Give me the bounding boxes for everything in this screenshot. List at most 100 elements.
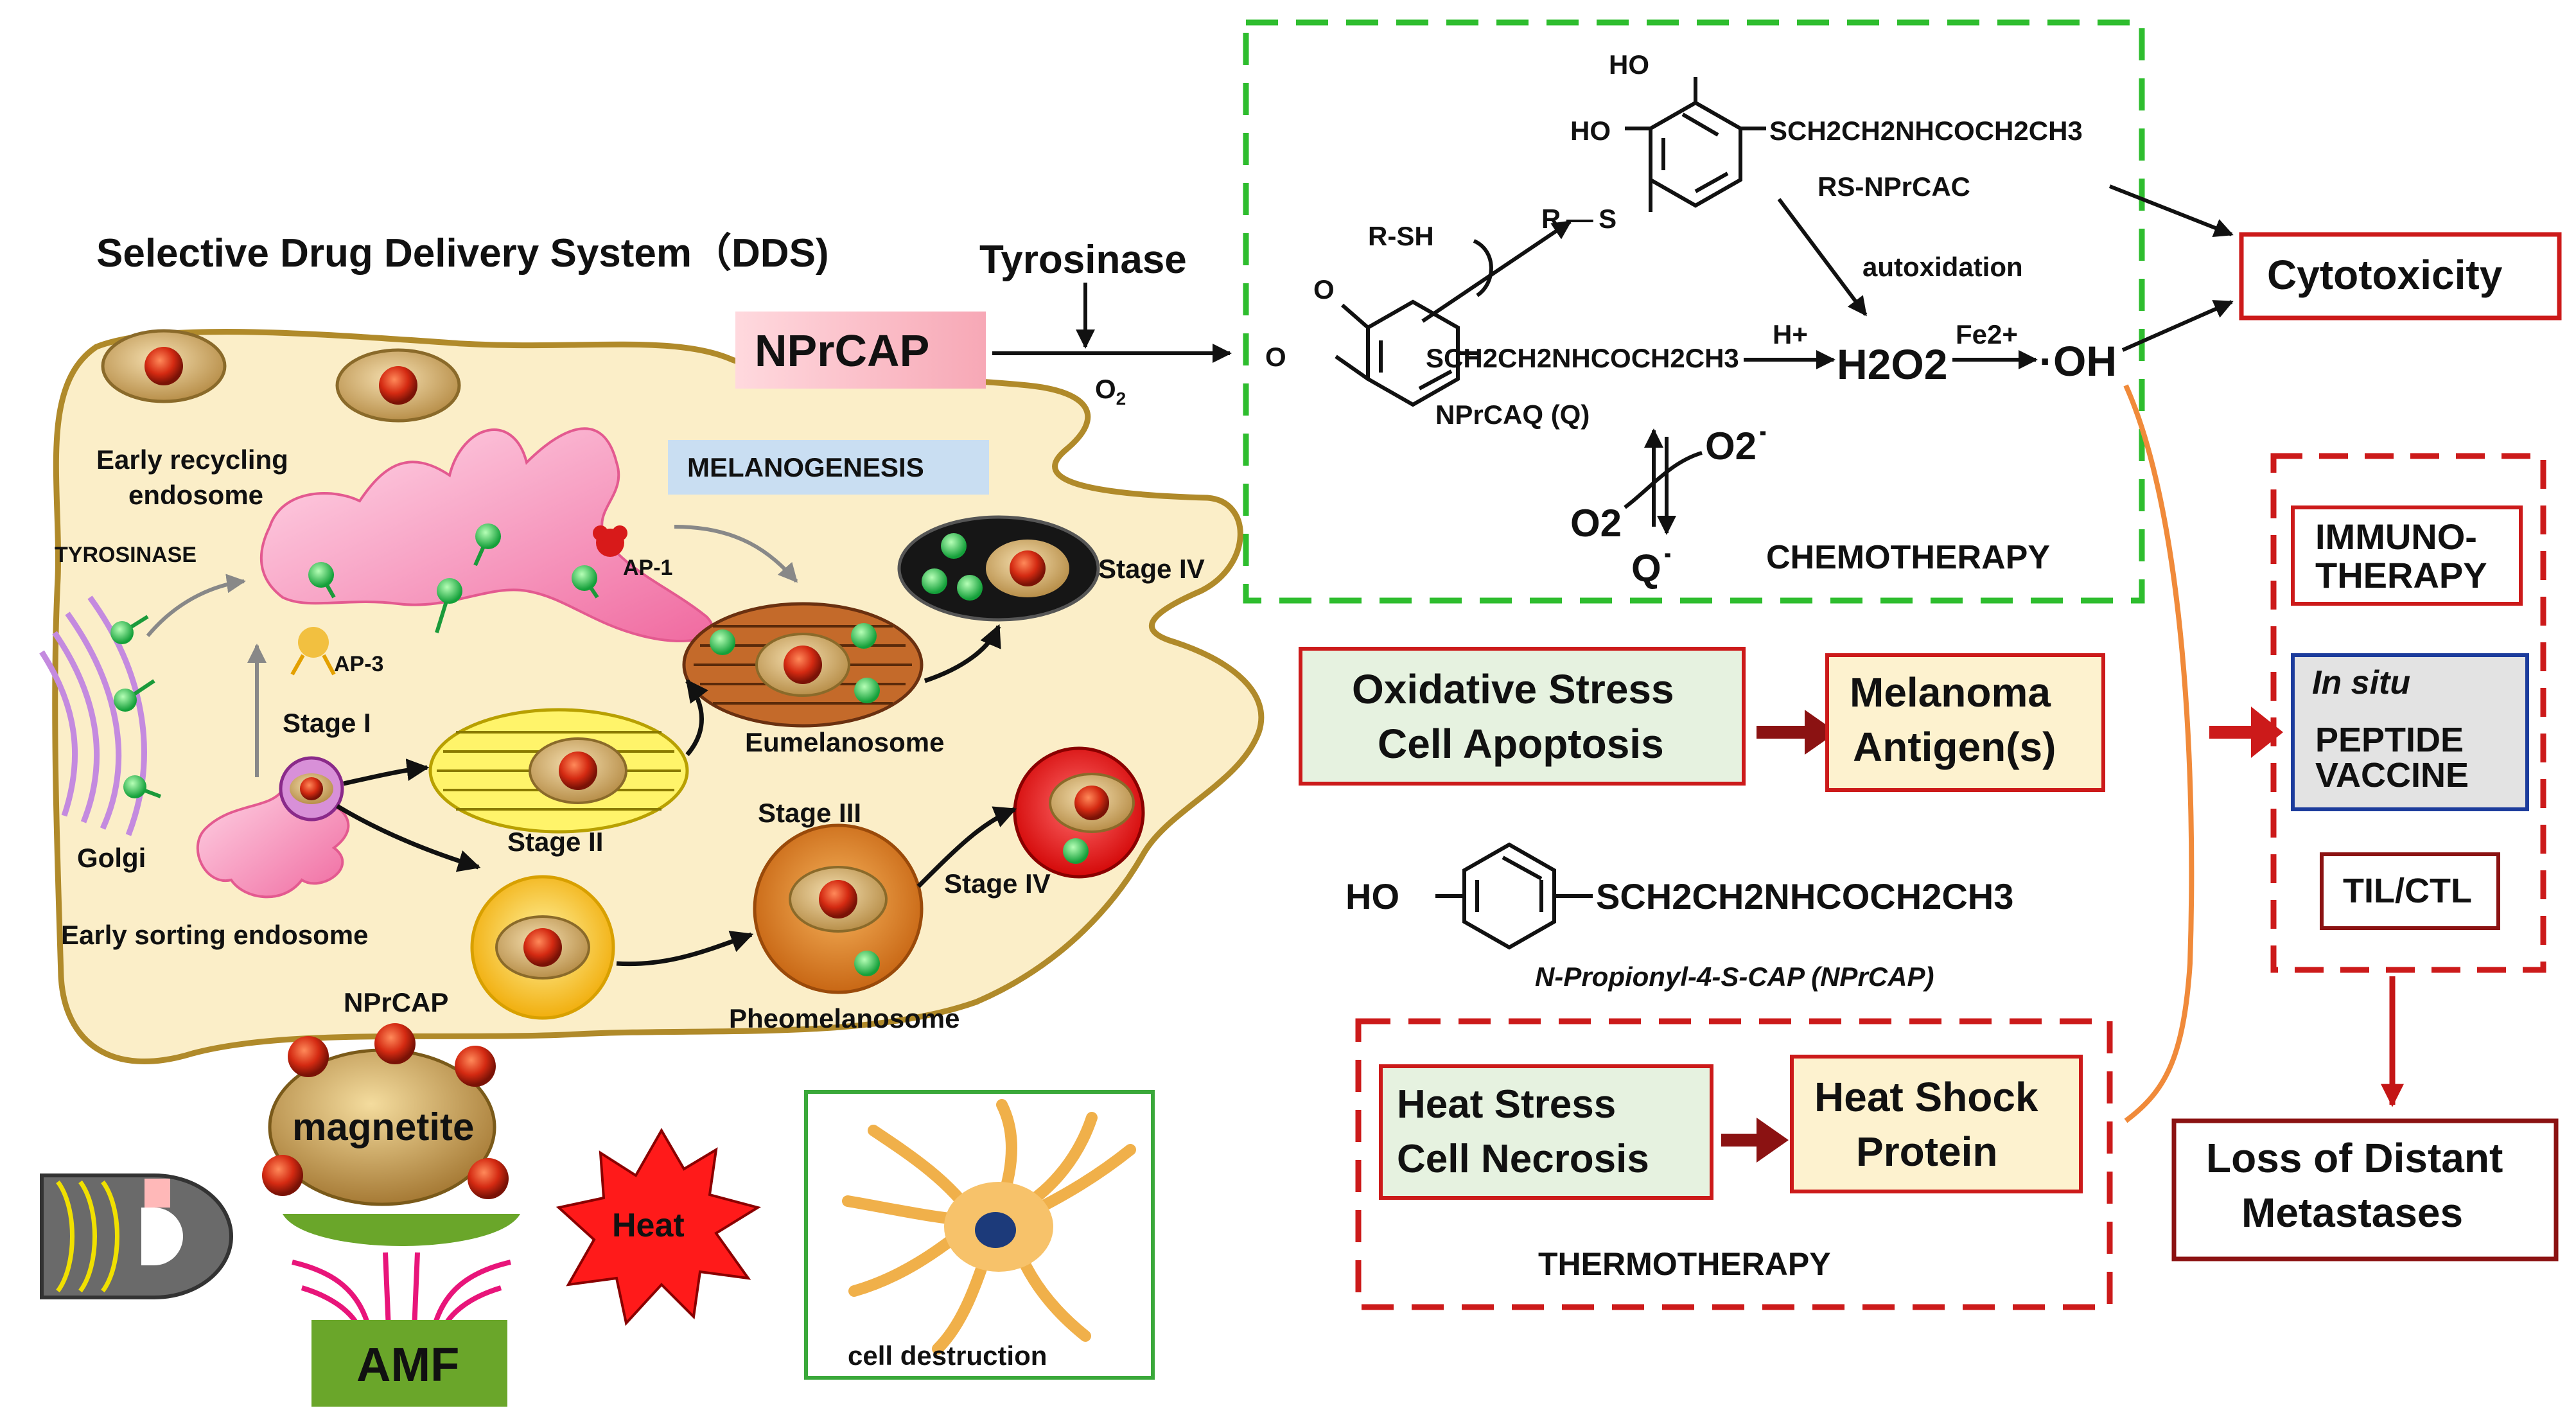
nanoparticle-icon <box>374 1023 416 1064</box>
rs-ho-left: HO <box>1570 116 1611 146</box>
golgi-tyrosinase <box>110 615 162 798</box>
nanoparticle-icon <box>1074 786 1109 820</box>
golgi-label: Golgi <box>77 843 146 873</box>
early-sorting-label: Early sorting endosome <box>61 920 368 950</box>
stage4-bottom-label: Stage IV <box>944 868 1051 899</box>
tyrosinase-dot <box>1063 838 1089 864</box>
pheo-yellow-melanosome <box>470 875 615 1020</box>
cytotoxicity-label: Cytotoxicity <box>2267 252 2503 298</box>
maturation-arrows <box>336 624 1017 967</box>
chemotherapy-label: CHEMOTHERAPY <box>1766 539 2050 576</box>
nanoparticle-icon <box>1010 550 1046 586</box>
immuno-label-1: IMMUNO- <box>2315 516 2477 557</box>
melanoma-label-2: Antigen(s) <box>1853 724 2056 770</box>
nprcap-badge-label: NPrCAP <box>755 326 929 376</box>
magnetite-nanoparticles <box>262 1023 509 1199</box>
til-ctl-label: TIL/CTL <box>2343 872 2472 910</box>
cell-destruction-label: cell destruction <box>848 1340 1047 1371</box>
peptide-vaccine-box <box>2291 653 2529 811</box>
q-o-top: O <box>1313 274 1335 304</box>
tyrosinase-dot <box>475 523 501 549</box>
vaccine-label: VACCINE <box>2315 756 2469 795</box>
peptide-label: PEPTIDE <box>2315 721 2464 759</box>
q-minus-label: Q˙ <box>1631 547 1674 590</box>
cell-body <box>52 329 1265 1065</box>
eumelanosome-label: Eumelanosome <box>745 727 944 757</box>
chemotherapy-box <box>1243 19 2145 604</box>
autoxidation-label: autoxidation <box>1862 252 2023 282</box>
tyrosinase-dot <box>710 629 735 655</box>
o2-minus-label: O2˙ <box>1705 425 1769 468</box>
q-o-left: O <box>1265 342 1286 372</box>
nprcaq-structure <box>1335 299 1477 407</box>
o2-label: O2 <box>1095 374 1126 409</box>
immunotherapy-box <box>2291 505 2523 606</box>
heat-label: Heat <box>612 1207 685 1244</box>
nanoparticle-icon <box>262 1155 303 1196</box>
h-plus-label: H+ <box>1773 319 1808 349</box>
nanoparticle-icon <box>379 366 417 405</box>
magnetic-field-lines <box>292 1252 511 1331</box>
rs-ho-top: HO <box>1609 49 1649 80</box>
hsp-label-1: Heat Shock <box>1814 1074 2038 1120</box>
nanoparticle-icon <box>455 1046 496 1087</box>
nanoparticle-icon <box>559 751 597 790</box>
loss-label-1: Loss of Distant <box>2206 1135 2503 1181</box>
golgi-apparatus <box>39 595 147 836</box>
pheomelanosome <box>753 823 924 994</box>
recycling-to-eumelanosome-arrow <box>674 525 798 583</box>
amf-box <box>311 1320 507 1407</box>
tyrosinase-dot <box>110 621 134 644</box>
fe2-label: Fe2+ <box>1956 319 2018 349</box>
h2o2-label: H2O2 <box>1837 340 1947 388</box>
stage3-label: Stage III <box>758 798 861 828</box>
ap3-label: AP-3 <box>334 652 383 676</box>
tyrosinase-dot <box>922 568 947 594</box>
green-base <box>283 1214 520 1246</box>
tyrosinase-dot <box>851 623 877 649</box>
nanoparticle-icon <box>523 928 562 967</box>
r-sh-label: R-SH <box>1368 221 1434 251</box>
heat-stress-to-hsp-arrow <box>1721 1118 1789 1163</box>
tyrosinase-dot <box>854 951 880 976</box>
nprcap-structure <box>1435 842 1593 950</box>
nanoparticle-icon <box>300 777 323 800</box>
eumelanosome <box>682 602 924 728</box>
chemistry-arrows <box>1421 184 2234 535</box>
rs-sidechain: SCH2CH2NHCOCH2CH3 <box>1769 116 2083 146</box>
tyrosinase-dot <box>854 678 880 703</box>
stage1-label: Stage I <box>283 708 371 738</box>
oxidative-to-melanoma-arrow <box>1757 710 1837 755</box>
nanoparticle-icon <box>288 1036 329 1077</box>
tyrosinase-label: Tyrosinase <box>979 238 1187 282</box>
oxidative-label-2: Cell Apoptosis <box>1378 721 1664 767</box>
rs-nprcac-structure <box>1625 77 1766 212</box>
tyrosinase-molecules <box>308 523 599 633</box>
tyrosinase-dot <box>572 565 597 591</box>
loss-metastases-box <box>2171 1118 2559 1261</box>
in-situ-label: In situ <box>2312 664 2410 701</box>
ap1-label: AP-1 <box>623 556 672 580</box>
early-recycling-label-2: endosome <box>128 480 263 510</box>
magnetite-label: magnetite <box>292 1105 474 1148</box>
amf-label: AMF <box>356 1338 459 1391</box>
cytotoxicity-box <box>2239 232 2562 321</box>
o2-right-label: O2 <box>1570 502 1622 545</box>
melanogenesis-badge <box>668 440 989 495</box>
thermotherapy-box <box>1355 1018 2113 1310</box>
nprcaq-label: NPrCAQ (Q) <box>1435 400 1590 430</box>
nanoparticle-icon <box>468 1158 509 1199</box>
stage4-top-melanosome <box>897 515 1100 622</box>
destroyed-cell-icon <box>842 1099 1136 1355</box>
oh-label: ·OH <box>2039 337 2117 385</box>
melanoma-label-1: Melanoma <box>1850 669 2051 716</box>
nanoparticle-icon <box>145 347 183 385</box>
golgi-to-recycling-arrow <box>146 574 246 637</box>
tyrosinase-dot <box>308 562 334 588</box>
hsp-label-2: Protein <box>1856 1129 1997 1175</box>
nprcap-small-label: NPrCAP <box>344 987 448 1017</box>
to-immuno-arrow <box>2209 707 2283 758</box>
immunotherapy-group <box>2270 453 2546 973</box>
rs-nprcac-label: RS-NPrCAC <box>1818 171 1970 202</box>
thermotherapy-label: THERMOTHERAPY <box>1538 1246 1831 1282</box>
